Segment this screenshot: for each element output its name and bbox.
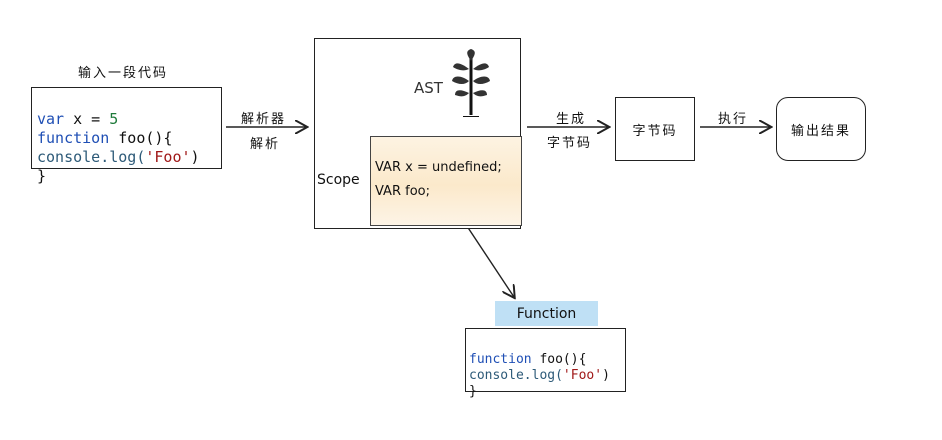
parser-label-bottom: 解析: [250, 137, 281, 152]
gen-label-bottom: 字节码: [547, 136, 593, 151]
bytecode-label: 字节码: [632, 123, 678, 139]
function-code-line-3: }: [469, 384, 477, 399]
function-code-box: function foo(){console.log('Foo')}: [465, 328, 626, 399]
output-box: 输出结果: [776, 97, 866, 161]
bytecode-box: 字节码: [615, 97, 695, 161]
exec-label: 执行: [718, 112, 749, 127]
parser-label-top: 解析器: [241, 112, 287, 127]
scope-line-1: VAR x = undefined;: [375, 160, 502, 175]
output-label: 输出结果: [790, 123, 851, 139]
input-code-line-2: function foo(){: [37, 129, 173, 147]
gen-label-top: 生成: [556, 112, 587, 127]
function-code-line-2: console.log('Foo'): [469, 368, 610, 383]
function-tag: Function: [495, 301, 598, 326]
input-code-line-1: var x = 5: [37, 110, 119, 128]
scope-panel: VAR x = undefined; VAR foo;: [370, 136, 522, 226]
scope-line-2: VAR foo;: [375, 184, 430, 199]
input-title: 输入一段代码: [78, 66, 169, 81]
input-code-line-4: }: [37, 167, 47, 185]
tree-icon: [452, 49, 490, 117]
ast-label: AST: [414, 79, 443, 97]
input-code-line-3: console.log('Foo'): [37, 148, 200, 166]
scope-label: Scope: [317, 172, 360, 188]
function-code-line-1: function foo(){: [469, 352, 587, 367]
parser-output-box: AST Scope VAR x = undefined; VAR foo;: [314, 38, 522, 229]
function-tag-label: Function: [516, 305, 577, 322]
